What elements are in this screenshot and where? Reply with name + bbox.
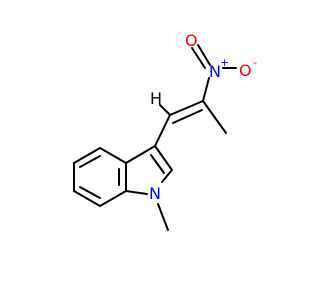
nitro-o-double-label: O — [185, 31, 198, 50]
bond-vinyl-double — [169, 100, 204, 116]
structure-canvas: H N + O O - N — [73, 31, 257, 231]
bond-c3a-c3 — [125, 145, 156, 164]
bond-n1-methyl — [157, 203, 169, 231]
double-bond-c7-c6 — [79, 186, 101, 199]
bond-vinyl-ch-h — [159, 104, 171, 116]
nitro-n-charge: + — [220, 56, 229, 69]
double-bond-nitro-o — [191, 47, 206, 69]
bond-c7-c6 — [73, 190, 101, 207]
nitro-n-label: N — [209, 62, 221, 81]
indole-n-label: N — [149, 184, 161, 203]
double-bond-c5-c4 — [79, 155, 101, 168]
bond-c7a-c7 — [99, 190, 127, 207]
bond-nitro-o-double — [197, 44, 211, 66]
molecule-structure: H N + O O - N — [73, 31, 257, 231]
benzene-ring — [73, 147, 127, 207]
bond-vinyl-nitro — [202, 77, 210, 102]
nitropropenyl-chain — [154, 44, 237, 147]
double-bond-vinyl — [172, 109, 203, 124]
pyrrole-ring — [125, 145, 173, 195]
bond-c4-c3a — [99, 147, 127, 164]
double-bond-c3-c2 — [150, 154, 165, 174]
nitro-o-charge: - — [253, 56, 257, 69]
alkene-h-label: H — [150, 89, 162, 108]
bond-n1-c7a — [125, 190, 148, 195]
bond-c3-c2 — [154, 145, 173, 171]
nitro-o-single-label: O — [239, 61, 252, 80]
bond-c2-n1 — [161, 169, 173, 183]
bond-c3-vinyl-ch — [154, 114, 171, 147]
bond-c5-c4 — [73, 147, 101, 164]
bond-vinyl-methyl — [202, 100, 227, 134]
